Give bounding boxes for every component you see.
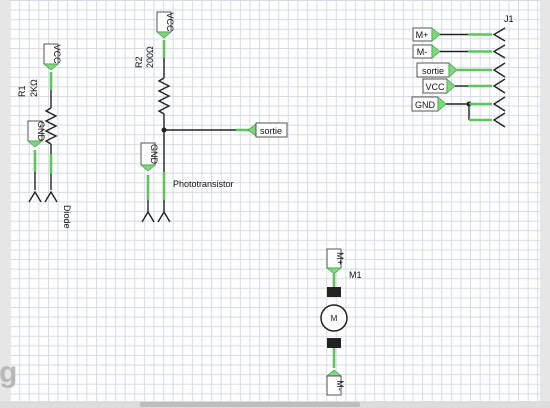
net-label-sortie: sortie — [260, 126, 282, 136]
diode-pin-arrow-left — [28, 190, 42, 203]
net-label-gnd: GND — [149, 144, 159, 165]
diode-pin-arrow-right — [44, 190, 58, 203]
j1-pin-2[interactable]: M- — [412, 44, 506, 59]
motor-brush-top — [327, 287, 341, 297]
r2-resistor-symbol — [157, 77, 171, 115]
gnd-flag-r2[interactable]: GND — [139, 142, 159, 172]
m1-ref-label: M1 — [349, 270, 362, 280]
vcc-flag-r1[interactable]: VCC — [42, 43, 62, 71]
r1-value-label: 2KΩ — [29, 79, 39, 97]
mplus-flag-m1[interactable]: M+ — [325, 248, 345, 275]
gnd-flag-r1[interactable]: GND — [26, 120, 46, 148]
r1-group[interactable]: VCC R1 2KΩ GND Diode — [17, 43, 72, 229]
right-panel-edge — [540, 0, 550, 408]
j1-group[interactable]: J1 M+ M- sortie VCC — [411, 14, 514, 128]
motor-brush-bottom — [327, 338, 341, 348]
net-label-gnd: GND — [36, 121, 46, 142]
j1-ref-label: J1 — [504, 14, 514, 24]
sortie-flag-r2[interactable]: sortie — [247, 122, 288, 138]
net-label-mplus: M+ — [416, 30, 429, 40]
net-label-mplus: M+ — [335, 252, 345, 265]
diode-label: Diode — [62, 205, 72, 229]
net-label-vcc: VCC — [165, 12, 175, 32]
net-label-gnd: GND — [415, 100, 436, 110]
mminus-flag-m1[interactable]: M- — [325, 369, 345, 396]
motor-symbol — [320, 304, 348, 332]
net-label-mminus: M- — [335, 380, 345, 391]
m1-group[interactable]: M+ M M1 M- — [320, 248, 362, 396]
r2-value-label: 200Ω — [145, 46, 155, 68]
phototransistor-pin-arrow-right — [157, 210, 171, 223]
watermark-letter: g — [0, 356, 17, 389]
net-label-mminus: M- — [417, 47, 428, 57]
phototransistor-pin-arrow-left — [141, 210, 155, 223]
j1-pin-4[interactable]: VCC — [422, 78, 506, 94]
j1-pin-3[interactable]: sortie — [416, 62, 506, 78]
phototransistor-label: Phototransistor — [173, 179, 234, 189]
left-panel-edge — [0, 0, 10, 408]
r2-group[interactable]: VCC R2 200Ω sortie GND Phototransistor — [134, 11, 288, 223]
j1-pin-5[interactable]: GND — [411, 96, 506, 112]
j1-pin-6[interactable] — [468, 104, 506, 128]
horizontal-scrollbar-thumb[interactable] — [140, 402, 360, 407]
j1-pin-1[interactable]: M+ — [412, 27, 506, 42]
vcc-flag-r2[interactable]: VCC — [155, 11, 175, 39]
r2-ref-label: R2 — [134, 56, 144, 68]
net-label-vcc: VCC — [425, 82, 445, 92]
net-label-sortie: sortie — [422, 66, 444, 76]
r1-resistor-symbol — [44, 107, 58, 145]
net-label-vcc: VCC — [52, 44, 62, 64]
motor-symbol-letter: M — [331, 314, 338, 323]
r1-ref-label: R1 — [17, 85, 27, 97]
